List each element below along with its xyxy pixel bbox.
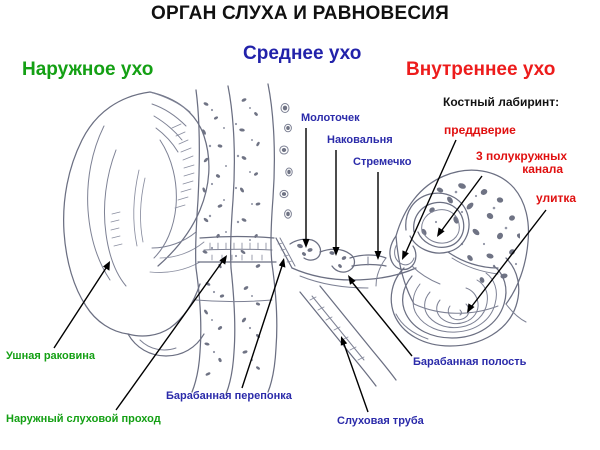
leader-malleus (302, 128, 310, 248)
label-stapes: Стремечко (353, 156, 412, 168)
label-auditory-tube: Слуховая труба (337, 415, 424, 427)
label-auricle: Ушная раковина (6, 350, 96, 362)
leader-tympanic-membrane (242, 258, 286, 388)
leader-vestibule (402, 140, 456, 260)
label-tympanic-membrane: Барабанная перепонка (166, 390, 292, 402)
label-semicircular-canals-line2: канала (522, 161, 564, 176)
section-label-middle-ear: Среднее ухо (243, 43, 362, 64)
leader-auditory-tube (340, 336, 368, 412)
label-vestibule: преддверие (444, 123, 516, 137)
section-label-outer-ear: Наружное ухо (22, 59, 154, 80)
label-bony-labyrinth-heading: Костный лабиринт: (443, 95, 560, 109)
label-tympanic-cavity: Барабанная полость (413, 356, 527, 368)
label-cochlea: улитка (536, 191, 577, 205)
label-incus: Наковальня (327, 134, 393, 146)
label-semicircular-canals: 3 полукружных канала (476, 150, 567, 175)
label-semicircular-canals-line1: 3 полукружных (476, 149, 568, 163)
label-malleus: Молоточек (301, 112, 360, 124)
leader-semicircular (437, 176, 482, 237)
section-label-inner-ear: Внутреннее ухо (406, 59, 556, 80)
leader-auricle (54, 261, 110, 348)
label-external-auditory-canal: Наружный слуховой проход (6, 413, 161, 425)
leader-tympanic-cavity (348, 275, 412, 356)
leader-cochlea (467, 210, 546, 313)
page-title: ОРГАН СЛУХА И РАВНОВЕСИЯ (151, 3, 449, 24)
leader-incus (332, 150, 340, 256)
leader-external-canal (116, 255, 227, 410)
leader-stapes (374, 172, 382, 260)
